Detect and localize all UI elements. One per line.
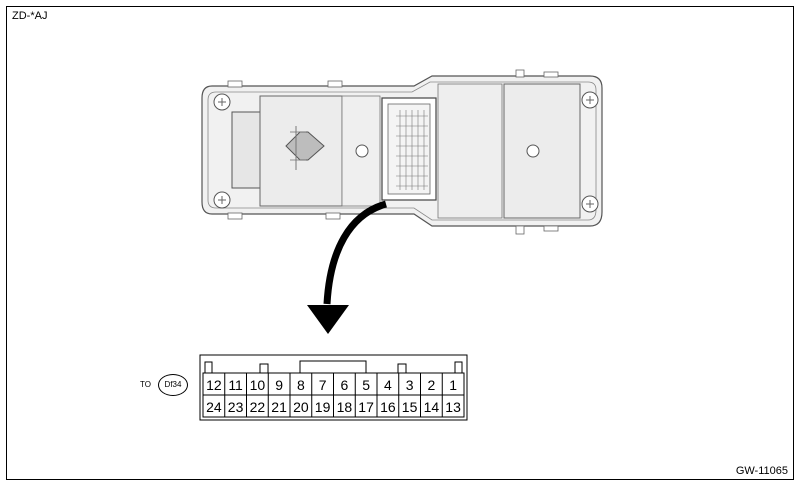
pin-number: 22 — [250, 399, 266, 415]
pin-number: 11 — [228, 377, 243, 393]
connector-pin-face: 12 11 10 9 8 7 6 5 4 3 2 1 24 23 22 21 2… — [199, 354, 468, 421]
connector-key-notch — [204, 361, 213, 374]
connector-key-notch — [454, 361, 463, 374]
diagram-frame — [6, 6, 794, 480]
arrow-head-icon — [307, 305, 349, 334]
pin-number: 17 — [358, 399, 374, 415]
pin-number: 19 — [315, 399, 331, 415]
connector-id-badge: Df34 — [158, 374, 188, 396]
pin-number: 10 — [250, 377, 266, 393]
to-label: TO — [140, 380, 151, 389]
mounting-hole-left — [355, 144, 369, 158]
connector-key-notch — [397, 363, 407, 374]
pointer-arrow — [323, 200, 388, 305]
pin-number: 13 — [445, 399, 461, 415]
pin-number: 4 — [384, 377, 392, 393]
pin-number: 14 — [424, 399, 440, 415]
left-clip — [231, 111, 261, 189]
pin-number: 20 — [293, 399, 309, 415]
connector-key-notch — [259, 363, 269, 374]
connector-lock-tab — [299, 360, 367, 374]
pin-number: 8 — [297, 377, 305, 393]
pin-number: 1 — [449, 377, 457, 393]
pin-number: 9 — [275, 377, 283, 393]
pin-number: 12 — [206, 377, 222, 393]
pin-number: 5 — [362, 377, 370, 393]
pin-number: 21 — [271, 399, 287, 415]
pin-number: 3 — [406, 377, 414, 393]
pin-number: 23 — [228, 399, 244, 415]
pin-number: 7 — [319, 377, 327, 393]
pin-number: 24 — [206, 399, 222, 415]
mounting-hole-right — [526, 144, 540, 158]
model-code-label: ZD-*AJ — [12, 10, 48, 22]
pin-number: 15 — [402, 399, 418, 415]
figure-id-label: GW-11065 — [735, 465, 788, 477]
pin-number: 6 — [341, 377, 349, 393]
right-panel — [503, 83, 581, 219]
pin-number: 18 — [337, 399, 353, 415]
pin-number: 16 — [380, 399, 396, 415]
pin-number: 2 — [428, 377, 436, 393]
